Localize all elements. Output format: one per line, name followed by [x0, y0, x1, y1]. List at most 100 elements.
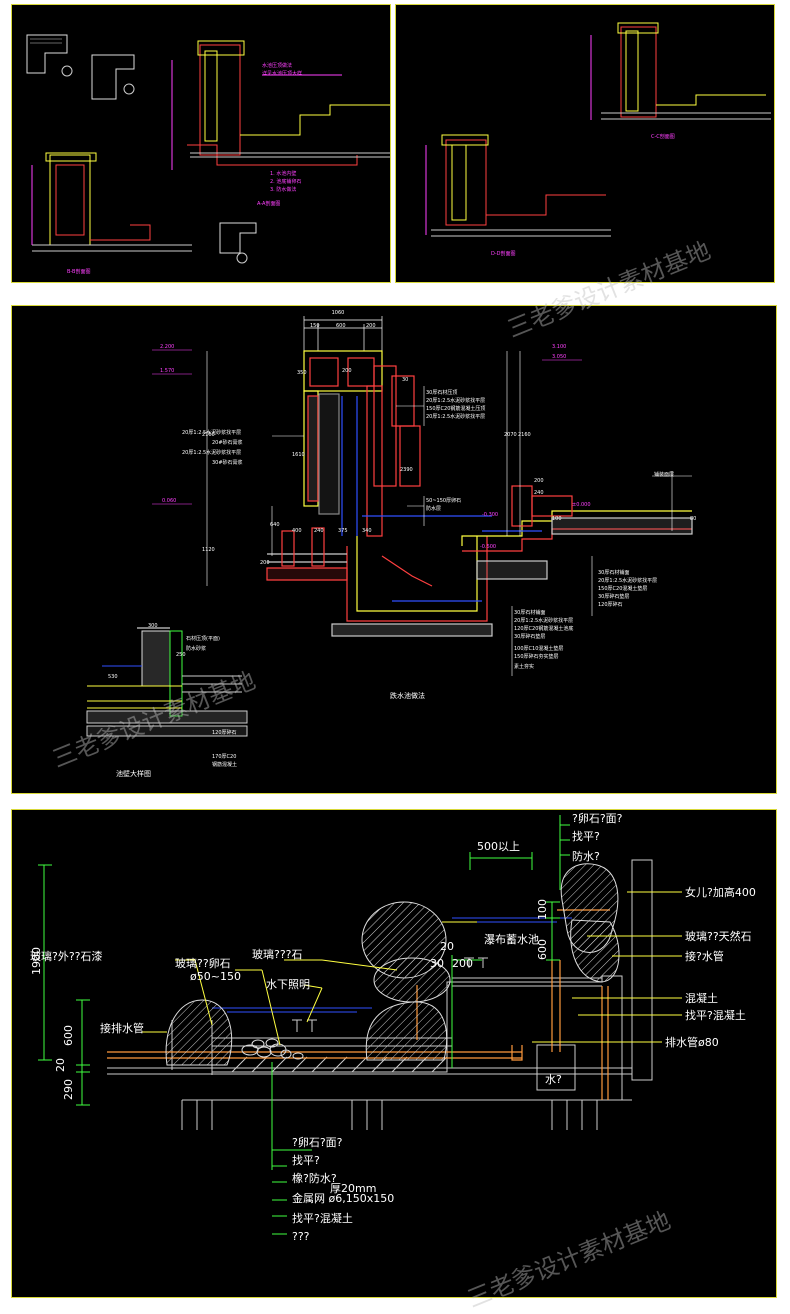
right-note-1: 20厚1:2.5水泥砂浆找平层: [598, 577, 657, 584]
paving-title: 铺装面层: [654, 471, 674, 478]
elevation-drawings-left: 水池压顶做法 详见水池压顶大样 1. 水池内壁 2. 池底铺卵石 3. 防水做法…: [26, 34, 390, 275]
top-right-note-2: 150厚C20钢筋混凝土压顶: [426, 405, 485, 412]
left-note-0: 20厚1:2.5水泥砂浆找平层: [182, 429, 241, 436]
top-right-note-1: 20厚1:2.5水泥砂浆找平层: [426, 397, 485, 404]
right-note-0: 女儿?加高400: [685, 885, 756, 899]
bottom-note-3: 金属网 ø6,150x150: [292, 1191, 394, 1205]
detail-dim-250: 250: [176, 652, 186, 658]
level-3100: 3.100: [552, 344, 566, 350]
detail-note-2: 120厚碎石: [212, 729, 237, 736]
detail-note-1: 防水砂浆: [186, 645, 206, 652]
overlap-thickness-text: 厚20mm: [330, 1182, 376, 1195]
dim-width-total: 1060: [332, 310, 345, 316]
bottom-note-3: 30厚碎石垫层: [514, 633, 545, 640]
right-note-2: 150厚C20混凝土垫层: [598, 585, 647, 592]
elevation-drawings-right: C-C剖面图 D-D剖面图: [425, 22, 771, 257]
bottom-note-5: ???: [292, 1230, 310, 1243]
dim-350: 350: [297, 370, 307, 376]
bottom-note-0: 30厚石材铺面: [514, 609, 545, 616]
dim-r200: 200: [534, 478, 544, 484]
pool-label: 瀑布蓄水池: [484, 933, 539, 946]
level-1570: 1.570: [160, 368, 174, 374]
top-note-0: ?卵石?面?: [572, 812, 623, 825]
dim-500: 500以上: [477, 840, 520, 853]
right-note-3: 混凝土: [685, 991, 718, 1005]
drawing-panel-top-right: C-C剖面图 D-D剖面图: [395, 4, 775, 283]
mid-note-1: 防水层: [426, 505, 441, 512]
underwater-light-label: 水下照明: [266, 978, 310, 991]
right-note-2: 接?水管: [685, 949, 724, 963]
waterfall-section-drawing: 1060 150 600 200 200 350 30 100 2160 112…: [86, 310, 696, 778]
svg-text:3. 防水做法: 3. 防水做法: [270, 186, 296, 193]
dim-200: 200: [366, 323, 376, 329]
dim-20-pool: 20: [440, 940, 454, 953]
svg-text:水池压顶做法: 水池压顶做法: [262, 62, 292, 69]
top-note-2: 防水?: [572, 849, 600, 863]
right-note-4: 120厚碎石: [598, 601, 623, 608]
bottom-note-1: 找平?: [292, 1153, 320, 1167]
dim-2160: 2160: [202, 432, 215, 438]
level-0000: ±0.000: [572, 502, 591, 508]
dim-600-left: 600: [62, 1025, 75, 1046]
svg-text:C-C剖面图: C-C剖面图: [651, 133, 675, 140]
dim-20-left: 20: [54, 1058, 67, 1072]
level-0500: -0.500: [480, 544, 496, 550]
dim-30: 30: [402, 377, 408, 383]
svg-text:2. 池底铺卵石: 2. 池底铺卵石: [270, 178, 301, 185]
detail-note-3: 170厚C20: [212, 754, 236, 760]
dim-r80: 80: [690, 516, 696, 522]
svg-text:B-B剖面图: B-B剖面图: [67, 268, 91, 275]
bottom-note-4: 100厚C10混凝土垫层: [514, 645, 563, 652]
dim-375: 375: [338, 528, 348, 534]
rock-left: [165, 999, 233, 1066]
glass-pebble-label: 玻璃??卵石: [175, 956, 231, 970]
level-0300: -0.300: [482, 512, 498, 518]
pool-section-label: 跌水池做法: [390, 691, 425, 700]
bottom-note-2: 橡?防水?: [292, 1171, 337, 1185]
right-note-0: 30厚石材铺面: [598, 569, 629, 576]
svg-text:1. 水池内壁: 1. 水池内壁: [270, 170, 296, 177]
mid-note-0: 50~150厚卵石: [426, 497, 461, 504]
dim-2070: 2070: [504, 432, 517, 438]
dim-340: 340: [362, 528, 372, 534]
right-note-5: 排水管ø80: [665, 1035, 719, 1049]
drawing-panel-middle: 1060 150 600 200 200 350 30 100 2160 112…: [11, 305, 777, 794]
bottom-note-4: 找平?混凝土: [292, 1211, 353, 1225]
dim-2390: 2390: [400, 467, 413, 473]
drain-pipe-label: 接排水管: [100, 1021, 144, 1035]
svg-text:详见水池压顶大样: 详见水池压顶大样: [262, 70, 302, 77]
detail-dim-300: 300: [148, 623, 158, 629]
rock-bottom: [365, 1001, 448, 1061]
svg-text:A-A剖面图: A-A剖面图: [257, 200, 280, 207]
dim-100-right: 100: [536, 899, 549, 920]
top-note-1: 找平?: [572, 829, 600, 843]
waterfall-pool-section: ?卵石?面? 找平? 防水? 500以上 女儿?加高400 玻璃??天然石 接?…: [30, 812, 756, 1243]
detail-note-0: 石材压顶(平面): [186, 635, 220, 642]
detail-note-4: 钢筋混凝土: [212, 761, 237, 768]
bottom-note-1: 20厚1:2.5水泥砂浆找平层: [514, 617, 573, 624]
drawing-panel-top-left: 水池压顶做法 详见水池压顶大样 1. 水池内壁 2. 池底铺卵石 3. 防水做法…: [11, 4, 391, 283]
pump-label: 水?: [545, 1073, 562, 1086]
dim-400: 400: [292, 528, 302, 534]
bottom-note-2: 120厚C20钢筋混凝土池底: [514, 625, 573, 632]
dim-2160r: 2160: [518, 432, 531, 438]
dim-150: 150: [310, 323, 320, 329]
dim-30-pool: 30: [430, 957, 444, 970]
dim-600-right: 600: [536, 939, 549, 960]
dim-240: 240: [314, 528, 324, 534]
top-right-note-3: 20厚1:2.5水泥砂浆找平层: [426, 413, 485, 420]
detail-label: 池壁大样图: [116, 769, 151, 778]
dim-200-ground: 200: [260, 560, 270, 566]
dim-640: 640: [270, 522, 280, 528]
bottom-note-5: 150厚碎石夯实垫层: [514, 653, 559, 660]
top-right-note-0: 30厚石材压顶: [426, 389, 457, 396]
detail-dim-530: 530: [108, 674, 118, 680]
dim-100: 100: [552, 516, 562, 522]
right-note-1: 玻璃??天然石: [685, 929, 752, 943]
level-0060: 0.060: [162, 498, 176, 504]
dim-1120: 1120: [202, 547, 215, 553]
right-note-4: 找平?混凝土: [685, 1008, 746, 1022]
glass-stone-label: 玻璃???石: [252, 947, 303, 961]
dim-600: 600: [336, 323, 346, 329]
level-2200: 2.200: [160, 344, 174, 350]
